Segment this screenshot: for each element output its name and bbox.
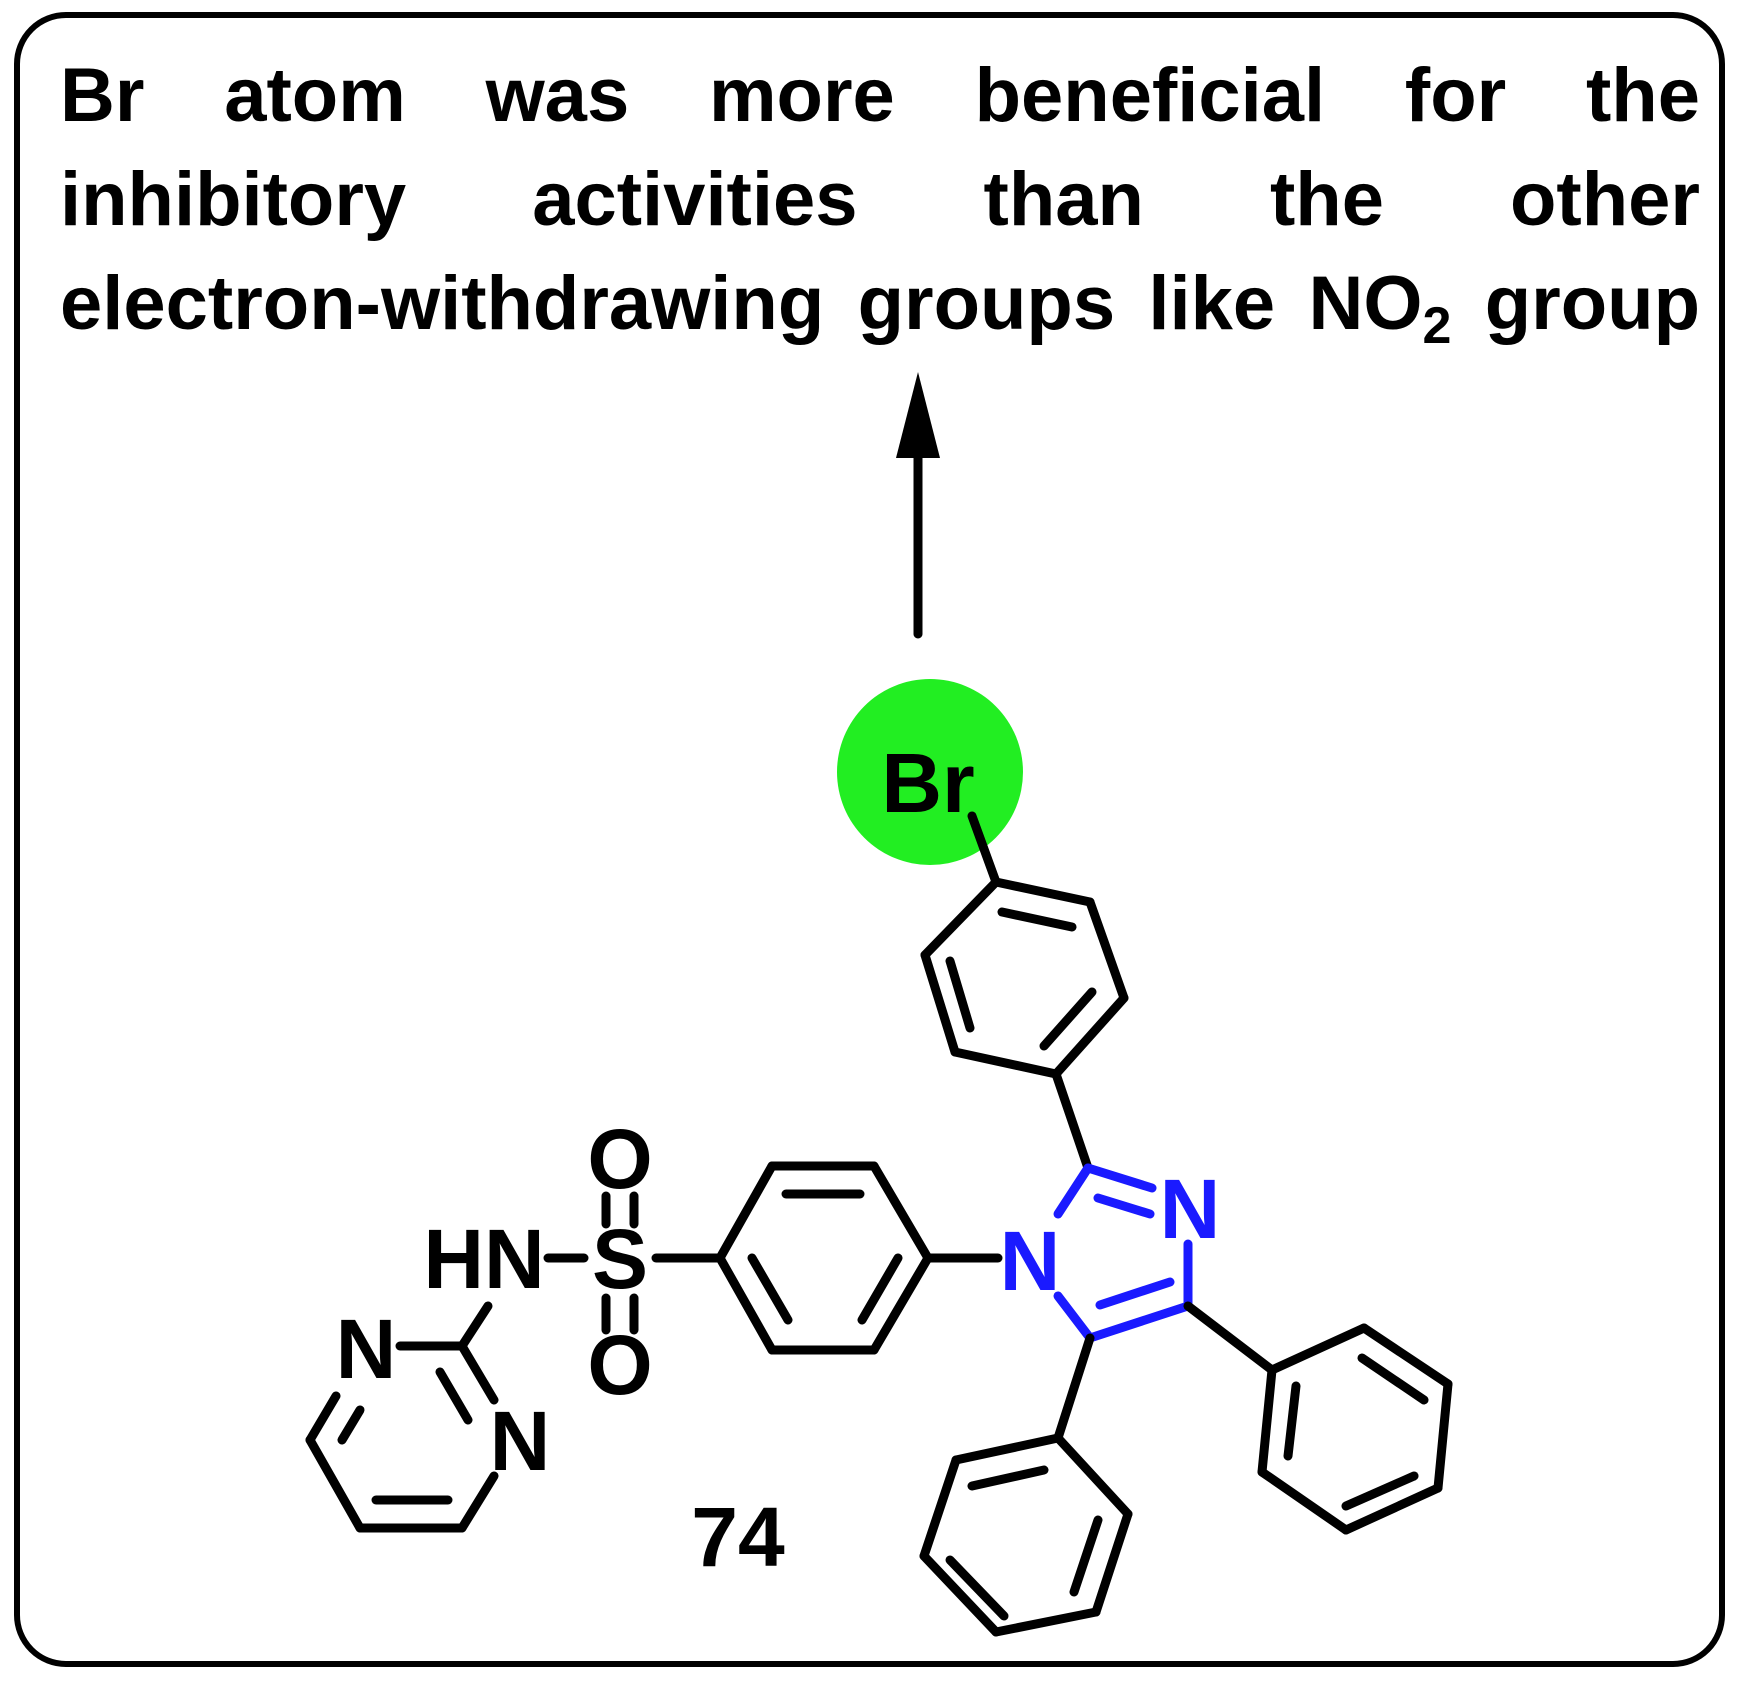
note-line-2: inhibitory activities than the other xyxy=(60,157,1700,242)
c4-phenyl-ring xyxy=(1257,1323,1453,1535)
atom-o-bottom: O xyxy=(587,1318,652,1412)
note-line-3-main: electron-withdrawing groups like NO xyxy=(60,261,1423,346)
central-phenyl-ring xyxy=(715,1161,933,1355)
c5-phenyl-ring xyxy=(919,1433,1133,1637)
bromophenyl-ring xyxy=(920,811,1129,1079)
bond-nh-pyrimidine xyxy=(457,1301,493,1351)
bond-aryl-imidazole xyxy=(1051,1069,1093,1173)
note-line-3: electron-withdrawing groups like NO2 gro… xyxy=(60,252,1700,356)
bond-c5-phenyl xyxy=(1053,1333,1095,1443)
note-line-3-tail: group xyxy=(1451,261,1700,346)
no2-subscript: 2 xyxy=(1422,297,1452,355)
pyrimidine-ring xyxy=(305,1341,499,1533)
atom-nh: HN xyxy=(423,1212,544,1306)
atom-n-pyr1: N xyxy=(336,1302,397,1396)
arrow-head xyxy=(896,372,940,458)
atom-o-top: O xyxy=(587,1112,652,1206)
bond-c4-phenyl xyxy=(1183,1301,1277,1375)
atom-n3: N xyxy=(1160,1162,1221,1256)
note-line-1: Br atom was more beneficial for the xyxy=(60,53,1700,138)
compound-number: 74 xyxy=(691,1490,785,1584)
atom-br: Br xyxy=(881,736,974,830)
atom-n1: N xyxy=(1000,1214,1061,1308)
atom-s: S xyxy=(592,1212,648,1306)
imidazole-ring xyxy=(1053,1163,1193,1343)
atom-n-pyr2: N xyxy=(490,1394,551,1488)
sar-note: Br atom was more beneficial for the inhi… xyxy=(60,44,1700,356)
